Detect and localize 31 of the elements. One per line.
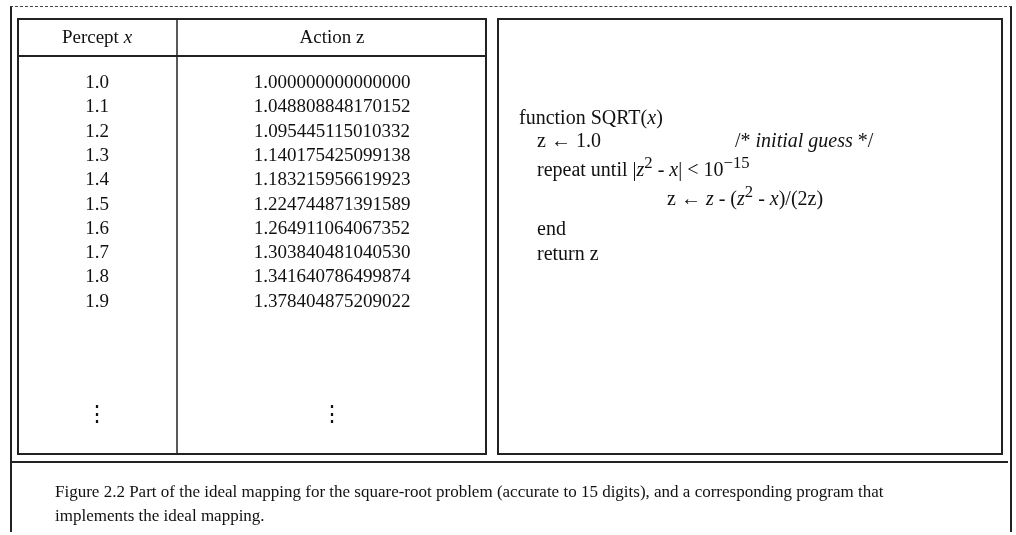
table-cell-text: 1.3	[84, 142, 110, 167]
table-cell-text: 1.6	[84, 215, 110, 240]
table-cell-text: 1.000000000000000	[252, 70, 412, 94]
column-header: Percept x	[60, 25, 134, 49]
table-cell-text: 1.341640786499874	[252, 264, 412, 289]
table-cell-text: 1.183215956619923	[252, 167, 412, 192]
table-cell-text: 1.1	[84, 94, 110, 119]
code-line: function SQRT(x)	[519, 105, 663, 129]
table-cell-text: 1.5	[84, 191, 110, 216]
table-cell-text: 1.4	[84, 167, 110, 192]
code-line: z ← z - (z$^{2}$ - x)/(2z)	[667, 181, 824, 210]
table-cell-text: 1.9	[84, 288, 110, 313]
code-line: repeat until |z$^{2}$ - x| < 10$^{−15}$	[537, 152, 750, 181]
table-cell-text: 1.224744871391589	[252, 191, 412, 216]
table-cell-text: 1.7	[84, 240, 110, 265]
table-cell-text: 1.140175425099138	[252, 142, 412, 167]
figure-caption: Figure 2.2 Part of the ideal mapping for the square-root problem (accurate to 15 digits), and a corresponding program that implements the ideal mapping.	[55, 481, 885, 527]
code-line: return z	[537, 241, 599, 265]
code-comment: /* initial guess */	[735, 128, 874, 152]
table-cell-text: 1.2	[84, 118, 110, 143]
table-cell-text: 1.0	[84, 70, 110, 94]
table-cell-text: 1.8	[84, 264, 110, 289]
table-cell-text: 1.048808848170152	[252, 94, 412, 119]
table-cell-text: 1.095445115010332	[252, 118, 411, 143]
table-cell-text: 1.264911064067352	[252, 215, 411, 240]
code-line: end	[537, 216, 566, 240]
code-line: z ← 1.0	[537, 129, 601, 152]
table-cell-text: 1.378404875209022	[252, 288, 412, 313]
code-panel	[497, 18, 1003, 455]
column-header: Action z	[298, 25, 366, 49]
table-cell-text: 1.303840481040530	[252, 240, 412, 265]
